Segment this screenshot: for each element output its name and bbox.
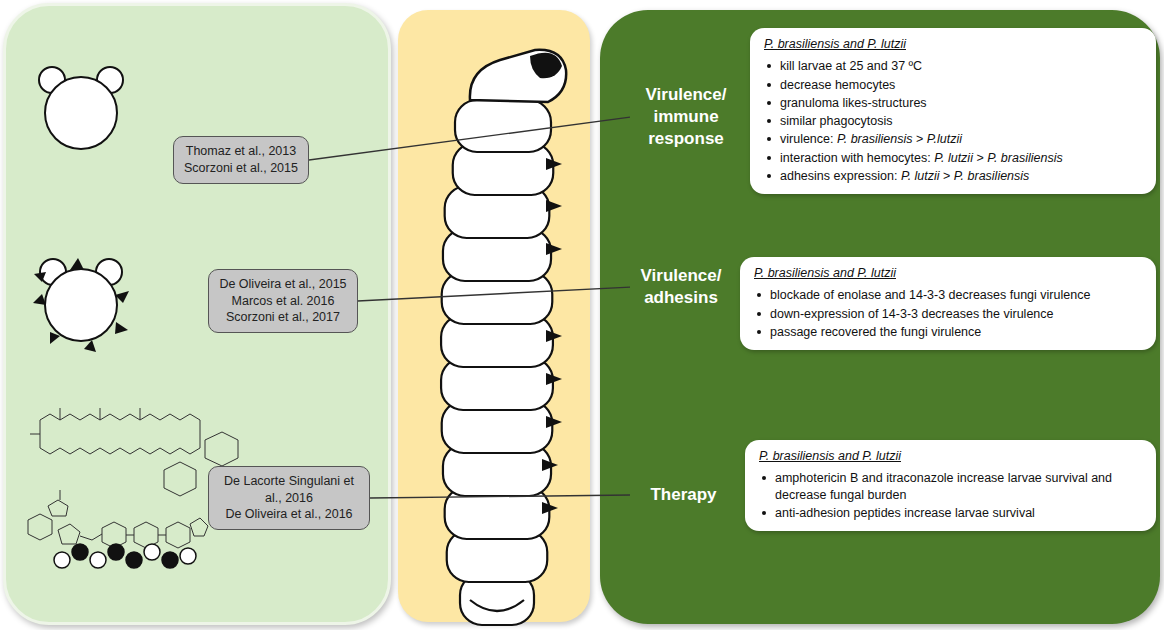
finding-group: Therapy P. brasiliensis and P. lutzii amph…: [628, 440, 1156, 531]
reference-text: Scorzoni et al., 2015: [184, 160, 298, 177]
bullet-dot: [767, 119, 771, 123]
species-heading: P. brasiliensis and P. lutzii: [764, 36, 1142, 52]
section-heading: Therapy: [628, 484, 739, 506]
bullet-item: amphotericin B and itraconazole increase…: [759, 470, 1142, 503]
bullet-dot: [762, 476, 766, 480]
bullet-item: interaction with hemocytes: P. lutzii > …: [764, 150, 1142, 166]
bullet-text: virulence: P. brasiliensis > P.lutzii: [780, 131, 1142, 147]
bullet-dot: [767, 156, 771, 160]
bullet-text: anti-adhesion peptides increase larvae s…: [775, 505, 1142, 521]
finding-card: P. brasiliensis and P. lutzii amphoterici…: [745, 440, 1156, 531]
bullet-item: decrease hemocytes: [764, 77, 1142, 93]
leader-line: [358, 287, 630, 301]
bullet-dot: [767, 174, 771, 178]
bullet-dot: [757, 293, 761, 297]
peptide-beads: [54, 544, 196, 568]
bullet-dot: [757, 312, 761, 316]
bullet-item: adhesins expression: P. lutzii > P. bras…: [764, 168, 1142, 184]
bullet-text: blockade of enolase and 14-3-3 decreases…: [770, 287, 1142, 303]
finding-group: Virulence/ immune responseP. brasiliensi…: [628, 28, 1156, 194]
itraconazole-structure: [28, 490, 208, 548]
species-heading: P. brasiliensis and P. lutzii: [754, 265, 1142, 281]
reference-text: De Oliveira et al., 2015: [219, 276, 346, 293]
finding-card: P. brasiliensis and P. lutzii blockade of…: [740, 257, 1156, 350]
bullet-text: passage recovered the fungi virulence: [770, 324, 1142, 340]
reference-box: De Oliveira et al., 2015Marcos et al. 20…: [208, 269, 357, 334]
species-heading: P. brasiliensis and P. lutzii: [759, 448, 1142, 464]
bullet-dot: [767, 101, 771, 105]
leader-line: [370, 495, 630, 498]
section-heading: Virulence/ adhesins: [628, 265, 734, 309]
bullet-dot: [762, 511, 766, 515]
bullet-text: amphotericin B and itraconazole increase…: [775, 470, 1142, 503]
amphotericin-structure: [30, 408, 238, 496]
adhesin-yeast-icon: [33, 258, 129, 352]
reference-box: Thomaz et al., 2013Scorzoni et al., 2015: [173, 136, 309, 184]
bullet-item: similar phagocytosis: [764, 113, 1142, 129]
section-heading: Virulence/ immune response: [628, 84, 744, 150]
finding-card: P. brasiliensis and P. lutzii kill larvae…: [750, 28, 1156, 194]
leader-line: [309, 117, 630, 160]
reference-text: Thomaz et al., 2013: [184, 143, 298, 160]
bullet-item: down-expression of 14-3-3 decreases the …: [754, 306, 1142, 322]
bullet-text: decrease hemocytes: [780, 77, 1142, 93]
bullet-text: interaction with hemocytes: P. lutzii > …: [780, 150, 1142, 166]
bullet-text: kill larvae at 25 and 37 ºC: [780, 58, 1142, 74]
bullet-text: down-expression of 14-3-3 decreases the …: [770, 306, 1142, 322]
bullet-dot: [767, 83, 771, 87]
bullet-item: passage recovered the fungi virulence: [754, 324, 1142, 340]
galleria-larva: [441, 50, 566, 625]
bullet-item: granuloma likes-structures: [764, 95, 1142, 111]
reference-text: Marcos et al. 2016: [219, 293, 346, 310]
bullet-dot: [757, 330, 761, 334]
bullet-item: anti-adhesion peptides increase larvae s…: [759, 505, 1142, 521]
bullet-dot: [767, 137, 771, 141]
bullet-item: blockade of enolase and 14-3-3 decreases…: [754, 287, 1142, 303]
reference-text: De Oliveira et al., 2016: [219, 506, 359, 523]
bullet-item: kill larvae at 25 and 37 ºC: [764, 58, 1142, 74]
reference-text: De Lacorte Singulani et al., 2016: [219, 473, 359, 507]
bullet-text: similar phagocytosis: [780, 113, 1142, 129]
reference-box: De Lacorte Singulani et al., 2016De Oliv…: [208, 466, 370, 531]
finding-group: Virulence/ adhesinsP. brasiliensis and P…: [628, 257, 1156, 350]
bullet-dot: [767, 64, 771, 68]
bullet-text: granuloma likes-structures: [780, 95, 1142, 111]
bullet-item: virulence: P. brasiliensis > P.lutzii: [764, 131, 1142, 147]
reference-text: Scorzoni et al., 2017: [219, 309, 346, 326]
bullet-text: adhesins expression: P. lutzii > P. bras…: [780, 168, 1142, 184]
yeast-icon: [39, 67, 123, 149]
